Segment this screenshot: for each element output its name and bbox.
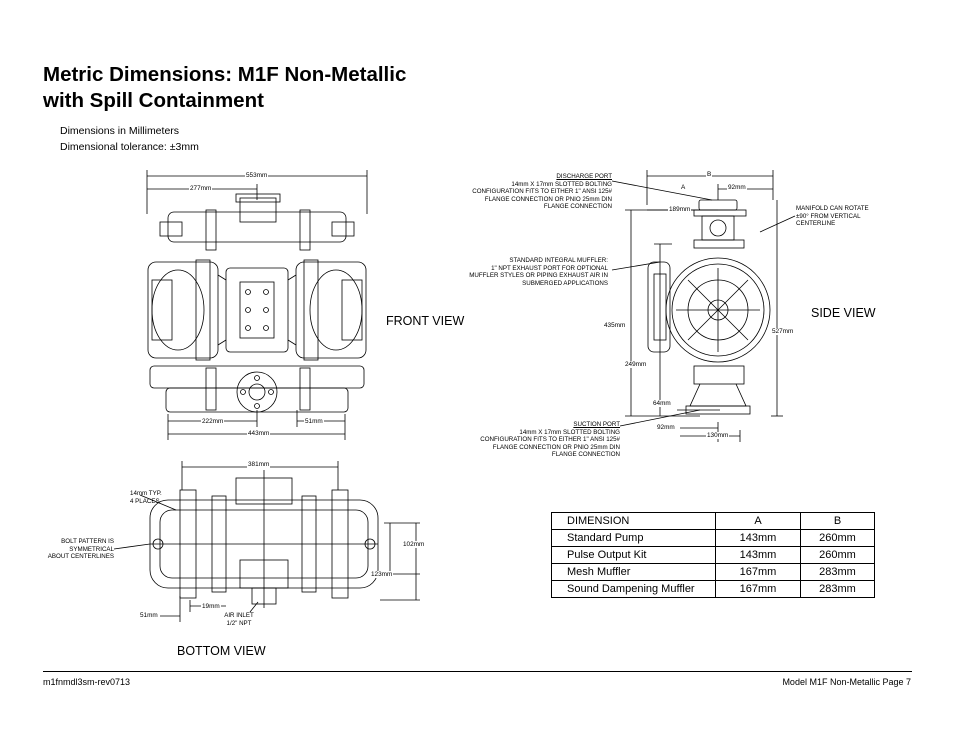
- header-dimension: DIMENSION: [551, 512, 716, 530]
- front-view-label: FRONT VIEW: [386, 314, 465, 328]
- table-row: Sound Dampening Muffler 167mm 283mm: [551, 580, 875, 598]
- side-dim-92-bottom: 92mm: [656, 424, 676, 431]
- tolerance-note: Dimensional tolerance: ±3mm: [60, 141, 199, 153]
- suction-port-title: SUCTION PORT: [573, 421, 620, 428]
- dimension-table: DIMENSION A B Standard Pump 143mm 260mm …: [551, 512, 875, 598]
- muffler-line-3: MUFFLER STYLES OR PIPING EXHAUST AIR IN: [469, 272, 608, 280]
- row-b: 260mm: [800, 529, 875, 547]
- table-header-row: DIMENSION A B: [551, 512, 875, 530]
- row-a: 143mm: [715, 546, 801, 564]
- side-dim-92-top: 92mm: [727, 184, 747, 191]
- manifold-line-3: CENTERLINE: [796, 220, 836, 228]
- row-label: Mesh Muffler: [551, 563, 716, 581]
- side-dim-b: B: [706, 171, 713, 178]
- table-row: Pulse Output Kit 143mm 260mm: [551, 546, 875, 564]
- row-b: 283mm: [800, 580, 875, 598]
- side-dim-130: 130mm: [706, 432, 730, 439]
- header-b: B: [800, 512, 875, 530]
- bottom-dim-19: 19mm: [201, 603, 221, 610]
- bolt-line-2: SYMMETRICAL: [69, 545, 114, 553]
- bolt-line-3: ABOUT CENTERLINES: [47, 553, 114, 561]
- row-b: 260mm: [800, 546, 875, 564]
- row-a: 167mm: [715, 580, 801, 598]
- muffler-line-1: STANDARD INTEGRAL MUFFLER:: [509, 257, 608, 264]
- row-a: 143mm: [715, 529, 801, 547]
- table-row: Mesh Muffler 167mm 283mm: [551, 563, 875, 581]
- front-dim-553: 553mm: [245, 172, 269, 179]
- air-line-1: AIR INLET: [224, 612, 254, 619]
- bolt-pattern-note: BOLT PATTERN IS SYMMETRICAL ABOUT CENTER…: [30, 538, 114, 561]
- manifold-line-2: ±90° FROM VERTICAL: [796, 212, 861, 220]
- discharge-line-1: 14mm X 17mm SLOTTED BOLTING: [511, 180, 612, 188]
- side-dim-527: 527mm: [771, 328, 795, 335]
- discharge-port-title: DISCHARGE PORT: [556, 173, 612, 180]
- row-b: 283mm: [800, 563, 875, 581]
- suction-line-2: CONFIGURATION FITS TO EITHER 1" ANSI 125…: [480, 436, 620, 444]
- table-row: Standard Pump 143mm 260mm: [551, 529, 875, 547]
- discharge-line-2: CONFIGURATION FITS TO EITHER 1" ANSI 125…: [472, 188, 612, 196]
- typ-line-2: 4 PLACES: [130, 497, 160, 505]
- title-line-1: Metric Dimensions: M1F Non-Metallic: [43, 63, 407, 86]
- page-title: Metric Dimensions: M1F Non-Metallic with…: [43, 62, 503, 114]
- manifold-line-1: MANIFOLD CAN ROTATE: [796, 205, 869, 212]
- front-view-drawing: [146, 170, 368, 440]
- bottom-view-drawing: [113, 461, 420, 622]
- units-note: Dimensions in Millimeters: [60, 125, 180, 137]
- front-dim-443: 443mm: [247, 430, 271, 437]
- header-a: A: [715, 512, 801, 530]
- side-dim-249: 249mm: [624, 361, 648, 368]
- side-dim-64: 64mm: [652, 400, 672, 407]
- typ-line-1: 14mm TYP.: [130, 490, 162, 497]
- front-dim-51: 51mm: [304, 418, 324, 425]
- row-a: 167mm: [715, 563, 801, 581]
- title-line-2: with Spill Containment: [43, 89, 264, 112]
- bottom-dim-51: 51mm: [139, 612, 159, 619]
- footer-doc-id: m1fnmdl3sm-rev0713: [43, 677, 131, 687]
- muffler-line-2: 1" NPT EXHAUST PORT FOR OPTIONAL: [491, 264, 608, 272]
- front-dim-277: 277mm: [189, 185, 213, 192]
- row-label: Sound Dampening Muffler: [551, 580, 716, 598]
- discharge-line-3: FLANGE CONNECTION OR PNIO 25mm DIN: [484, 195, 612, 203]
- side-view-label: SIDE VIEW: [811, 306, 876, 320]
- footer-rule: [43, 671, 912, 672]
- bottom-view-label: BOTTOM VIEW: [177, 644, 266, 658]
- discharge-line-4: FLANGE CONNECTION: [543, 203, 612, 211]
- discharge-port-note: DISCHARGE PORT 14mm X 17mm SLOTTED BOLTI…: [440, 173, 612, 211]
- bolt-line-1: BOLT PATTERN IS: [61, 538, 114, 545]
- suction-line-3: FLANGE CONNECTION OR PNIO 25mm DIN: [492, 443, 620, 451]
- suction-line-1: 14mm X 17mm SLOTTED BOLTING: [519, 428, 620, 436]
- front-dim-222: 222mm: [201, 418, 225, 425]
- suction-line-4: FLANGE CONNECTION: [551, 451, 620, 459]
- side-view-drawing: [611, 170, 796, 442]
- muffler-line-4: SUBMERGED APPLICATIONS: [522, 279, 608, 287]
- bottom-dim-123: 123mm: [370, 571, 394, 578]
- side-dim-435: 435mm: [603, 322, 627, 329]
- muffler-note: STANDARD INTEGRAL MUFFLER: 1" NPT EXHAUS…: [440, 257, 608, 287]
- bottom-dim-102: 102mm: [402, 541, 426, 548]
- air-inlet-note: AIR INLET 1/2" NPT: [212, 612, 266, 627]
- manifold-note: MANIFOLD CAN ROTATE ±90° FROM VERTICAL C…: [796, 205, 906, 228]
- footer-page-info: Model M1F Non-Metallic Page 7: [782, 677, 911, 687]
- typ-note: 14mm TYP. 4 PLACES: [130, 490, 190, 505]
- bottom-dim-381: 381mm: [247, 461, 271, 468]
- side-dim-189: 189mm: [668, 206, 692, 213]
- row-label: Standard Pump: [551, 529, 716, 547]
- row-label: Pulse Output Kit: [551, 546, 716, 564]
- side-dim-a: A: [680, 184, 687, 191]
- suction-port-note: SUCTION PORT 14mm X 17mm SLOTTED BOLTING…: [445, 421, 620, 459]
- air-line-2: 1/2" NPT: [226, 619, 252, 627]
